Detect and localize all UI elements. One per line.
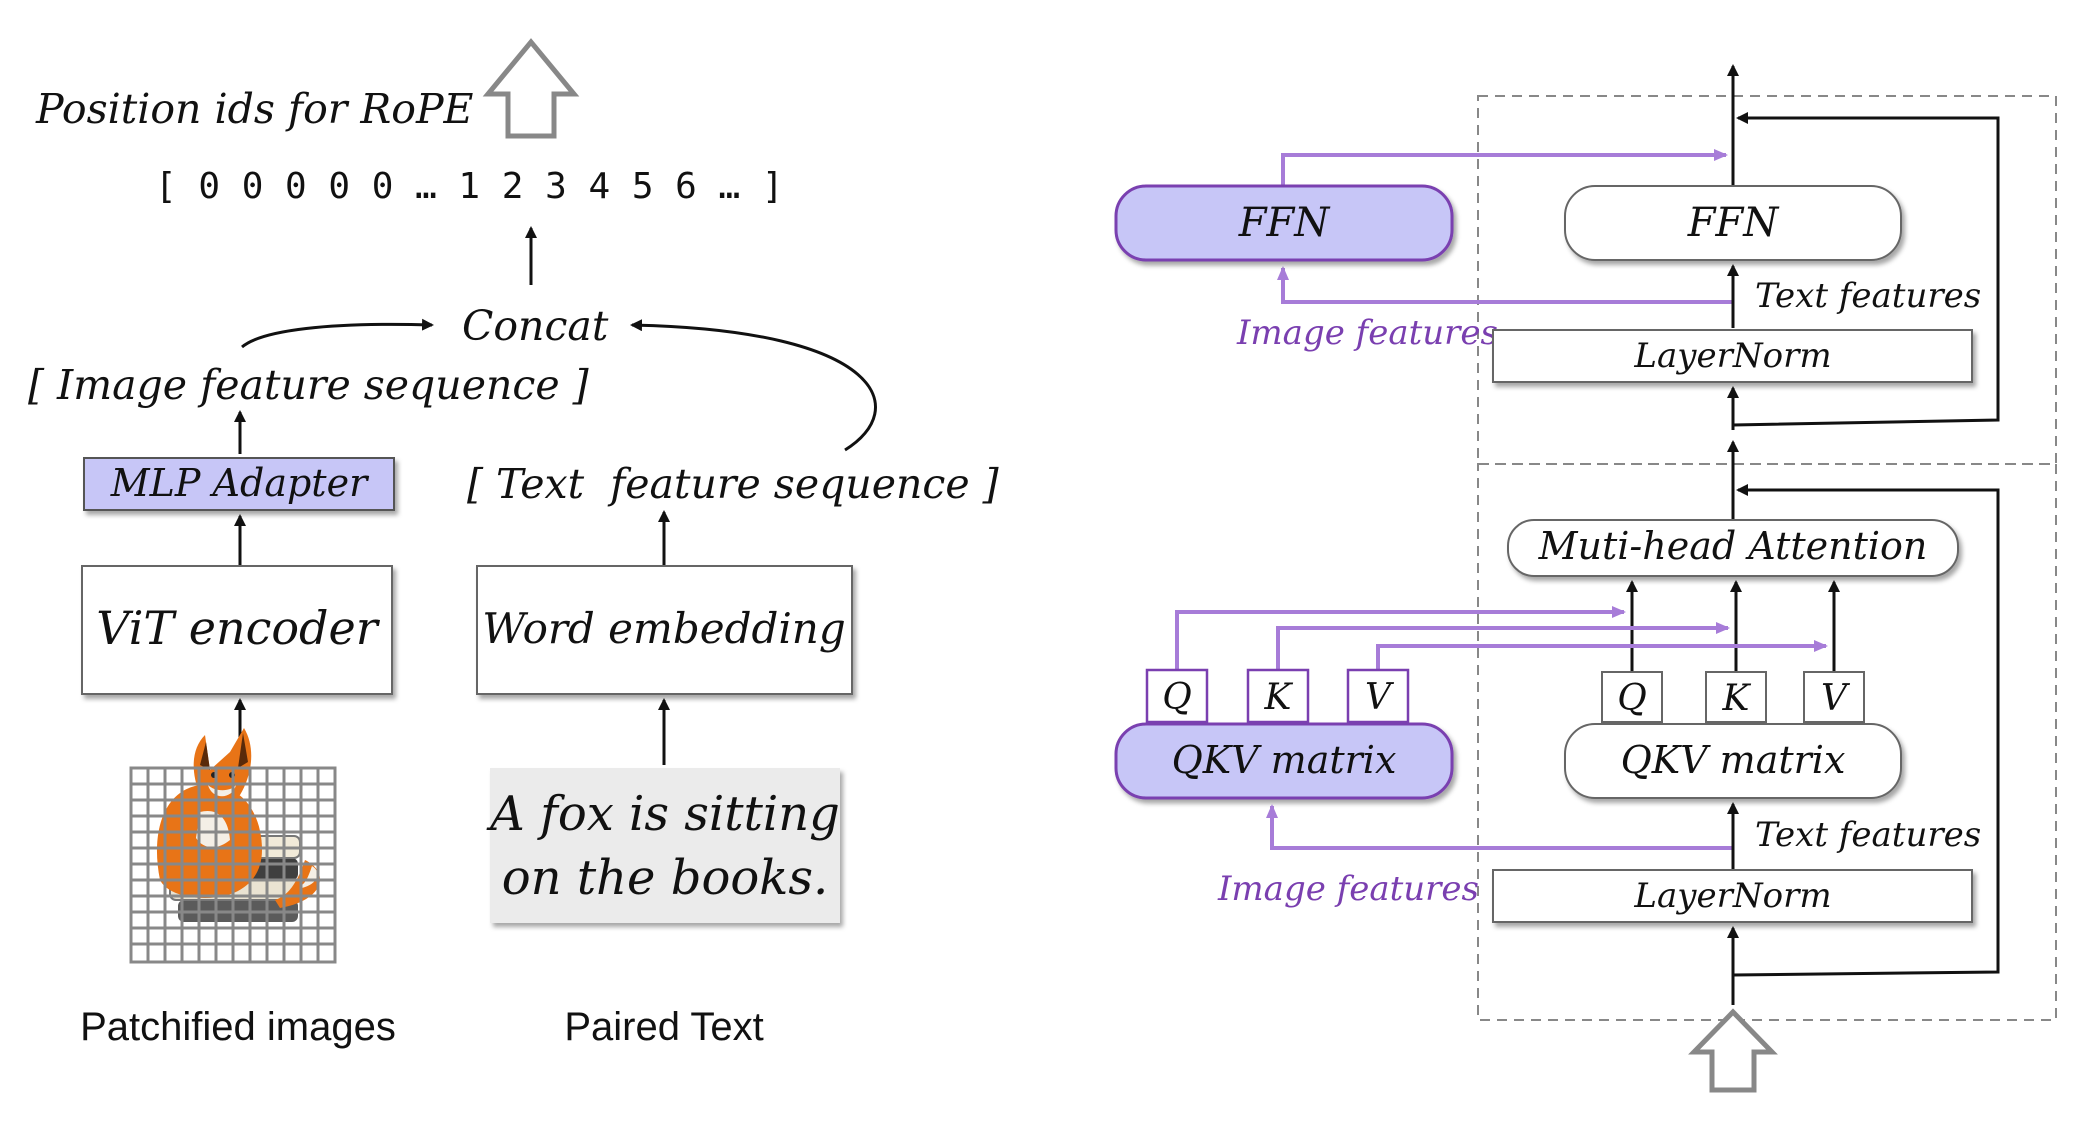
image-v-label: V bbox=[1365, 677, 1395, 718]
image-k-box bbox=[1246, 668, 1310, 724]
qkv-text-label: QKV matrix bbox=[1621, 738, 1846, 782]
vit-encoder-box bbox=[81, 565, 393, 695]
text-features-bottom: Text features bbox=[1755, 815, 1981, 855]
image-q-box bbox=[1145, 668, 1209, 724]
image-k-arrow bbox=[1276, 622, 1730, 670]
paired-text-line1: A fox is sitting bbox=[486, 786, 840, 842]
layernorm-top-box bbox=[1492, 329, 1973, 383]
text-v-label: V bbox=[1821, 678, 1851, 719]
attention-block-dashed bbox=[1477, 463, 2057, 1021]
text-features-top: Text features bbox=[1755, 276, 1981, 316]
word-embedding-box bbox=[476, 565, 853, 695]
rope-title: Position ids for RoPE bbox=[35, 85, 474, 133]
qkv-image-label: QKV matrix bbox=[1172, 738, 1397, 782]
image-features-top: Image features bbox=[1236, 313, 1498, 353]
image-k-label: K bbox=[1264, 677, 1294, 718]
residual-attn-arrow bbox=[1732, 484, 2000, 977]
image-features-to-qkv-arrow bbox=[1266, 804, 1733, 850]
ffn-text-box bbox=[1564, 185, 1902, 261]
word-embedding-label: Word embedding bbox=[482, 604, 845, 653]
image-features-to-ffn-arrow bbox=[1277, 266, 1733, 304]
position-ids: [ 0 0 0 0 0 … 1 2 3 4 5 6 … ] bbox=[155, 166, 784, 207]
arrow-text-seq-to-concat bbox=[630, 319, 877, 452]
mlp-adapter-label: MLP Adapter bbox=[110, 461, 370, 505]
text-q-label: Q bbox=[1617, 678, 1647, 719]
text-k-box bbox=[1705, 671, 1767, 723]
image-feature-sequence: [ Image feature sequence ] bbox=[28, 361, 590, 409]
ffn-block-dashed bbox=[1477, 95, 2057, 465]
attention-box bbox=[1507, 519, 1959, 577]
mlp-adapter-box bbox=[83, 457, 395, 511]
image-ffn-output-arrow bbox=[1281, 149, 1728, 186]
ffn-image-box bbox=[1114, 184, 1454, 262]
concat-label: Concat bbox=[462, 302, 609, 350]
image-v-box bbox=[1346, 668, 1410, 724]
arrow-image-seq-to-concat bbox=[241, 318, 434, 349]
qkv-text-box bbox=[1564, 723, 1902, 799]
patch-grid bbox=[129, 766, 337, 964]
layernorm-bottom-label: LayerNorm bbox=[1633, 876, 1831, 916]
layernorm-top-label: LayerNorm bbox=[1633, 336, 1831, 376]
residual-ffn-arrow bbox=[1732, 112, 2000, 427]
text-v-box bbox=[1803, 671, 1865, 723]
ffn-image-label: FFN bbox=[1238, 200, 1332, 246]
paired-text-line2: on the books. bbox=[502, 850, 828, 906]
image-q-label: Q bbox=[1162, 677, 1192, 718]
text-q-box bbox=[1601, 671, 1663, 723]
paired-text-caption: Paired Text bbox=[564, 1005, 763, 1049]
text-k-label: K bbox=[1722, 678, 1752, 719]
output-arrow-icon bbox=[482, 38, 580, 139]
vit-encoder-label: ViT encoder bbox=[96, 601, 380, 655]
patchified-images-caption: Patchified images bbox=[80, 1005, 396, 1049]
image-features-bottom: Image features bbox=[1217, 869, 1479, 909]
ffn-text-label: FFN bbox=[1687, 200, 1781, 246]
qkv-image-box bbox=[1114, 722, 1454, 800]
paired-text-box bbox=[490, 768, 840, 923]
image-q-arrow bbox=[1175, 606, 1626, 670]
image-v-arrow bbox=[1376, 640, 1828, 670]
attention-label: Muti-head Attention bbox=[1538, 524, 1928, 568]
text-feature-sequence: [ Text feature sequence ] bbox=[467, 460, 1000, 508]
input-arrow-icon bbox=[1688, 1008, 1778, 1093]
layernorm-bottom-box bbox=[1492, 869, 1973, 923]
